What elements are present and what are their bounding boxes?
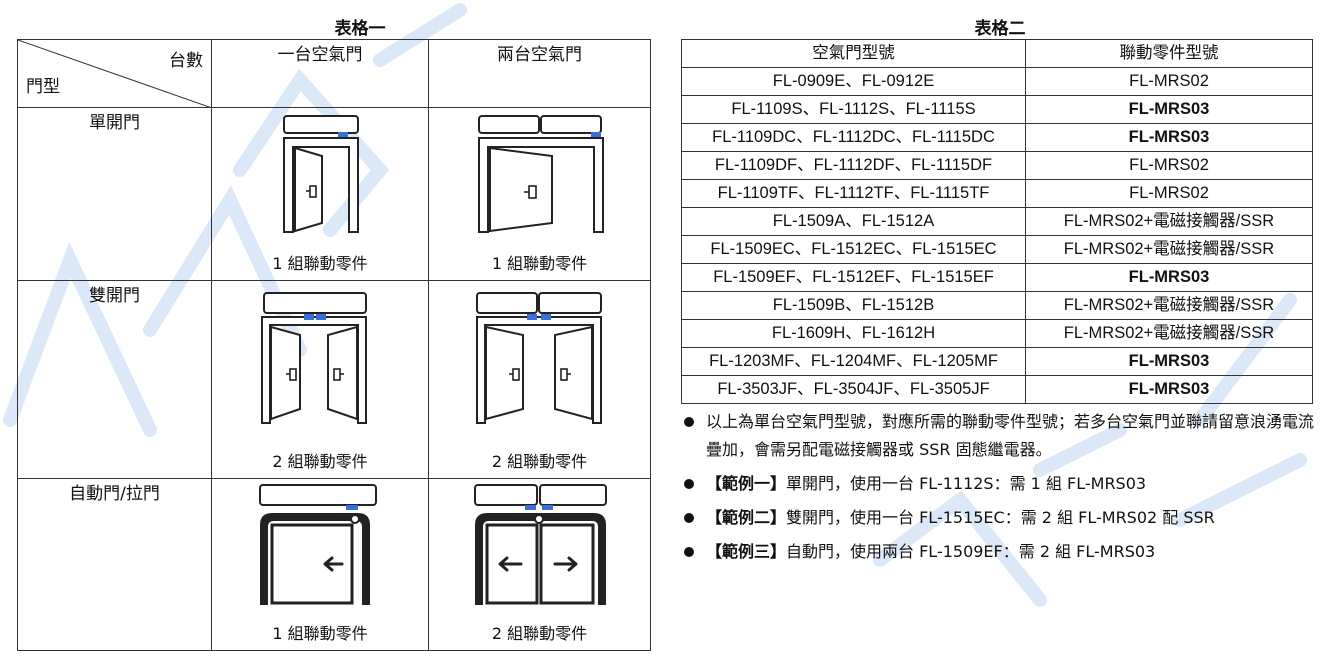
col-header-two-units: 兩台空氣門 (497, 45, 582, 65)
note-item: 【範例二】雙開門，使用一台 FL-1515EC：需 2 組 FL-MRS02 配… (682, 504, 1322, 532)
model-cell: FL-1109DF、FL-1112DF、FL-1115DF (681, 151, 1026, 180)
count-sliding-two: 2 組聯動零件 (491, 624, 588, 643)
cell-single-door-one-unit: 1 組聯動零件 (211, 107, 429, 281)
bullet-icon (684, 547, 694, 557)
header-part: 聯動零件型號 (1025, 39, 1313, 68)
part-cell: FL-MRS02+電磁接觸器/SSR (1025, 319, 1313, 348)
example-label: 【範例一】 (706, 474, 787, 493)
note-text: 自動門，使用兩台 FL-1509EF：需 2 組 FL-MRS03 (786, 542, 1156, 561)
door-type-table: 台數 門型 一台空氣門 兩台空氣門 單開門 1 組聯動零件 (17, 39, 651, 651)
note-item: 以上為單台空氣門型號，對應所需的聯動零件型號；若多台空氣門並聯請留意浪湧電流疊加… (682, 408, 1322, 464)
note-text: 以上為單台空氣門型號，對應所需的聯動零件型號；若多台空氣門並聯請留意浪湧電流疊加… (706, 412, 1315, 459)
sliding-door-two-units-diagram (474, 484, 607, 605)
part-cell: FL-MRS02 (1025, 151, 1313, 180)
notes-list: 以上為單台空氣門型號，對應所需的聯動零件型號；若多台空氣門並聯請留意浪湧電流疊加… (682, 408, 1322, 566)
count-double-two: 2 組聯動零件 (491, 452, 588, 471)
part-cell: FL-MRS02 (1025, 67, 1313, 96)
sliding-door-one-unit-diagram (259, 484, 377, 605)
double-door-two-units-diagram (476, 292, 602, 424)
cell-double-door-one-unit: 2 組聯動零件 (211, 280, 429, 479)
table2-caption: 表格二 (974, 19, 1026, 39)
model-cell: FL-1509A、FL-1512A (681, 207, 1026, 236)
model-cell: FL-1609H、FL-1612H (681, 319, 1026, 348)
count-double-one: 2 組聯動零件 (272, 452, 368, 471)
header-model: 空氣門型號 (681, 39, 1026, 68)
single-door-one-unit-diagram (283, 115, 359, 233)
model-cell: FL-1509EC、FL-1512EC、FL-1515EC (681, 235, 1026, 264)
example-label: 【範例二】 (706, 508, 787, 527)
part-cell: FL-MRS03 (1025, 375, 1313, 404)
row-label-sliding-door: 自動門/拉門 (69, 484, 160, 504)
count-single-two: 1 組聯動零件 (491, 254, 588, 273)
row-label-single-door: 單開門 (89, 113, 140, 133)
model-cell: FL-1109S、FL-1112S、FL-1115S (681, 95, 1026, 124)
note-item: 【範例一】單開門，使用一台 FL-1112S：需 1 組 FL-MRS03 (682, 470, 1322, 498)
model-cell: FL-3503JF、FL-3504JF、FL-3505JF (681, 375, 1026, 404)
cell-sliding-door-one-unit: 1 組聯動零件 (211, 478, 429, 651)
model-cell: FL-1109DC、FL-1112DC、FL-1115DC (681, 123, 1026, 152)
corner-header: 台數 門型 (17, 39, 212, 108)
double-door-one-unit-diagram (261, 292, 367, 424)
table1-caption: 表格一 (334, 19, 386, 39)
model-cell: FL-1109TF、FL-1112TF、FL-1115TF (681, 179, 1026, 208)
example-label: 【範例三】 (706, 542, 787, 561)
cell-double-door-two-units: 2 組聯動零件 (428, 280, 651, 479)
single-door-two-units-diagram (478, 115, 604, 233)
part-cell: FL-MRS03 (1025, 263, 1313, 292)
part-cell: FL-MRS02+電磁接觸器/SSR (1025, 291, 1313, 320)
note-text: 雙開門，使用一台 FL-1515EC：需 2 組 FL-MRS02 配 SSR (786, 508, 1215, 527)
note-text: 單開門，使用一台 FL-1112S：需 1 組 FL-MRS03 (786, 474, 1147, 493)
part-cell: FL-MRS03 (1025, 347, 1313, 376)
model-cell: FL-1203MF、FL-1204MF、FL-1205MF (681, 347, 1026, 376)
model-cell: FL-1509EF、FL-1512EF、FL-1515EF (681, 263, 1026, 292)
cell-sliding-door-two-units: 2 組聯動零件 (428, 478, 651, 651)
count-sliding-one: 1 組聯動零件 (272, 624, 368, 643)
part-cell: FL-MRS02+電磁接觸器/SSR (1025, 235, 1313, 264)
header-count-label: 台數 (169, 51, 203, 71)
bullet-icon (684, 479, 694, 489)
count-single-one: 1 組聯動零件 (272, 254, 368, 273)
part-cell: FL-MRS03 (1025, 95, 1313, 124)
table-header-row: 空氣門型號 聯動零件型號 (681, 39, 1313, 68)
cell-single-door-two-units: 1 組聯動零件 (428, 107, 651, 281)
part-cell: FL-MRS03 (1025, 123, 1313, 152)
note-item: 【範例三】自動門，使用兩台 FL-1509EF：需 2 組 FL-MRS03 (682, 538, 1322, 566)
row-label-double-door: 雙開門 (89, 286, 140, 306)
bullet-icon (684, 513, 694, 523)
header-door-type-label: 門型 (26, 77, 60, 97)
model-cell: FL-0909E、FL-0912E (681, 67, 1026, 96)
part-cell: FL-MRS02 (1025, 179, 1313, 208)
model-cell: FL-1509B、FL-1512B (681, 291, 1026, 320)
col-header-one-unit: 一台空氣門 (277, 45, 363, 65)
diagonal-divider (18, 40, 212, 108)
bullet-icon (684, 417, 694, 427)
part-cell: FL-MRS02+電磁接觸器/SSR (1025, 207, 1313, 236)
